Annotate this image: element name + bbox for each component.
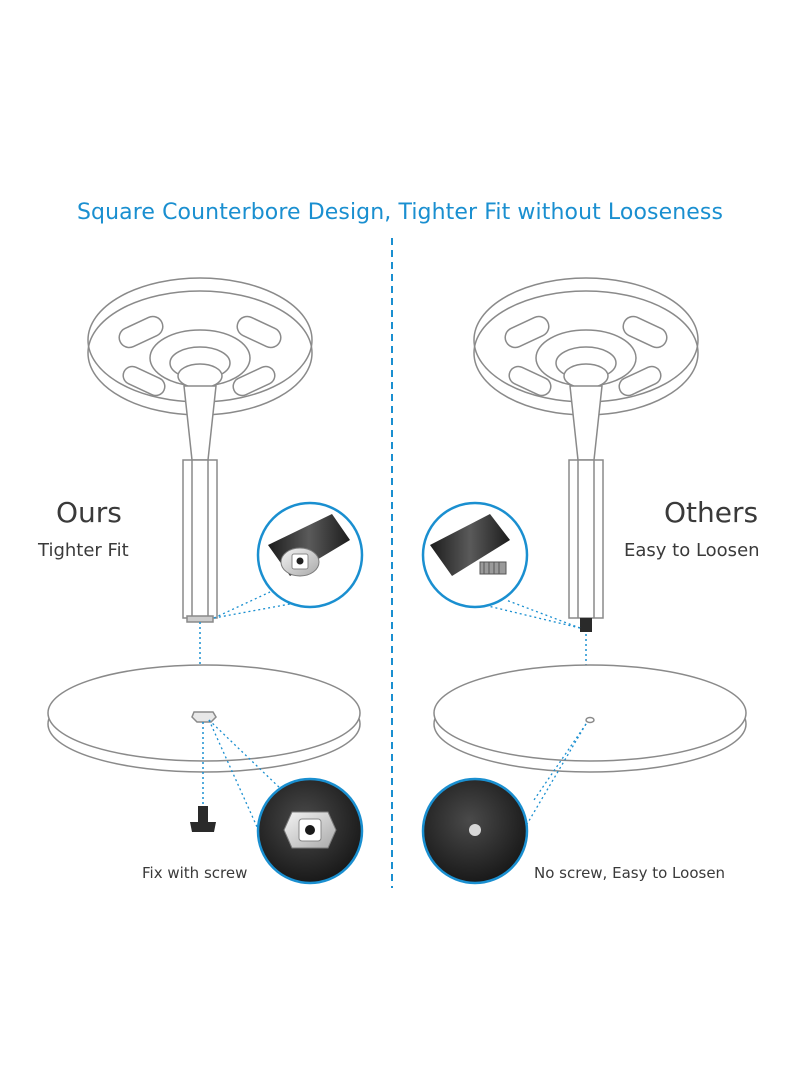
right-top-disc: [473, 277, 699, 416]
left-title: Ours: [56, 496, 122, 529]
left-rod: [182, 385, 218, 623]
right-title: Others: [664, 496, 759, 529]
left-caption: Fix with screw: [142, 864, 248, 882]
right-rod: [568, 385, 604, 619]
headline: Square Counterbore Design, Tighter Fit w…: [76, 200, 724, 225]
screw-icon: [190, 806, 216, 832]
left-base-plate: [47, 664, 361, 773]
right-subtitle: Easy to Loosen: [624, 540, 760, 561]
right-caption: No screw, Easy to Loosen: [534, 864, 726, 882]
right-base-plate: [433, 664, 747, 773]
left-top-disc: [87, 277, 313, 416]
left-subtitle: Tighter Fit: [38, 540, 129, 561]
